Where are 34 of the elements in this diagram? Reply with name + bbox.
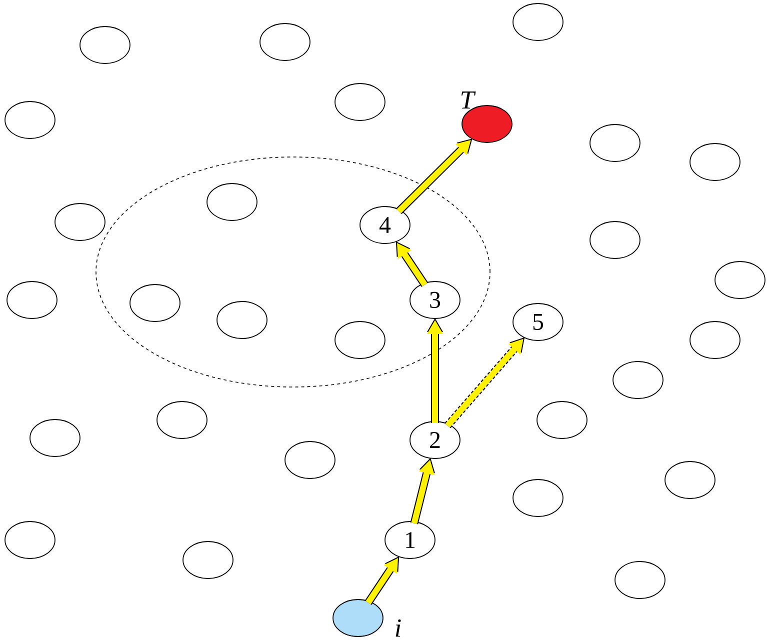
numbered-node: 2 — [410, 421, 460, 459]
circle-node — [54, 203, 106, 241]
circle-node — [130, 284, 180, 322]
circle-node — [332, 599, 384, 637]
circle-node — [206, 183, 258, 221]
circle-node — [536, 401, 588, 439]
circle-node — [714, 261, 766, 299]
circle-node — [156, 401, 208, 439]
node-label: i — [396, 619, 401, 637]
numbered-node: 3 — [410, 281, 460, 319]
numbered-node: 4 — [360, 206, 410, 244]
circle-node — [590, 124, 640, 162]
circle-node — [80, 26, 130, 64]
circle-node — [614, 561, 666, 599]
circle-node — [612, 361, 664, 399]
circle-node — [4, 101, 56, 139]
circle-node — [512, 479, 564, 517]
circle-node — [284, 441, 336, 479]
node-label: T — [461, 91, 476, 108]
circle-node — [216, 301, 268, 339]
circle-node — [182, 541, 234, 579]
circle-node — [4, 521, 56, 559]
circle-node — [6, 281, 58, 319]
circle-node — [512, 3, 564, 41]
circle-node — [334, 321, 386, 359]
circle-node — [690, 143, 740, 181]
circle-node — [260, 23, 310, 61]
circle-node — [334, 83, 386, 121]
circle-node — [30, 419, 80, 457]
numbered-node: 5 — [512, 303, 564, 341]
circle-node — [664, 461, 716, 499]
circle-node — [590, 221, 640, 259]
circle-node — [690, 321, 740, 359]
numbered-node: 1 — [384, 521, 436, 559]
